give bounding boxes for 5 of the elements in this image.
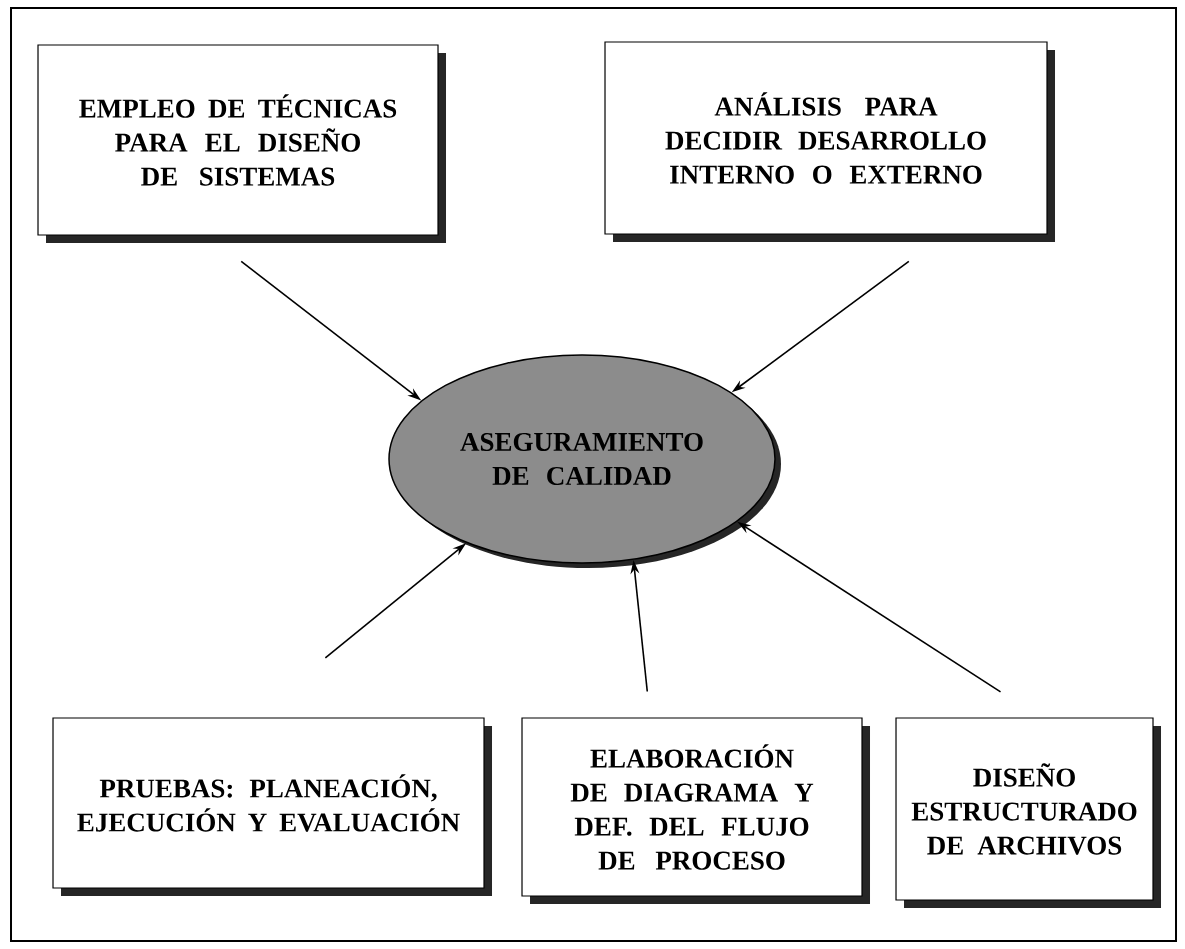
process-box: DISEÑO ESTRUCTURADO DE ARCHIVOS — [895, 717, 1161, 908]
process-box: PRUEBAS: PLANEACIÓN, EJECUCIÓN Y EVALUACIÓN — [52, 717, 492, 896]
process-box: EMPLEO DE TÉCNICAS PARA EL DISEÑO DE SISTEMAS — [37, 44, 446, 243]
process-box: ELABORACIÓN DE DIAGRAMA Y DEF. DEL FLUJO DE PROCESO — [521, 717, 870, 904]
process-box: ANÁLISIS PARA DECIDIR DESARROLLO INTERNO O EXTERNO — [604, 41, 1055, 242]
